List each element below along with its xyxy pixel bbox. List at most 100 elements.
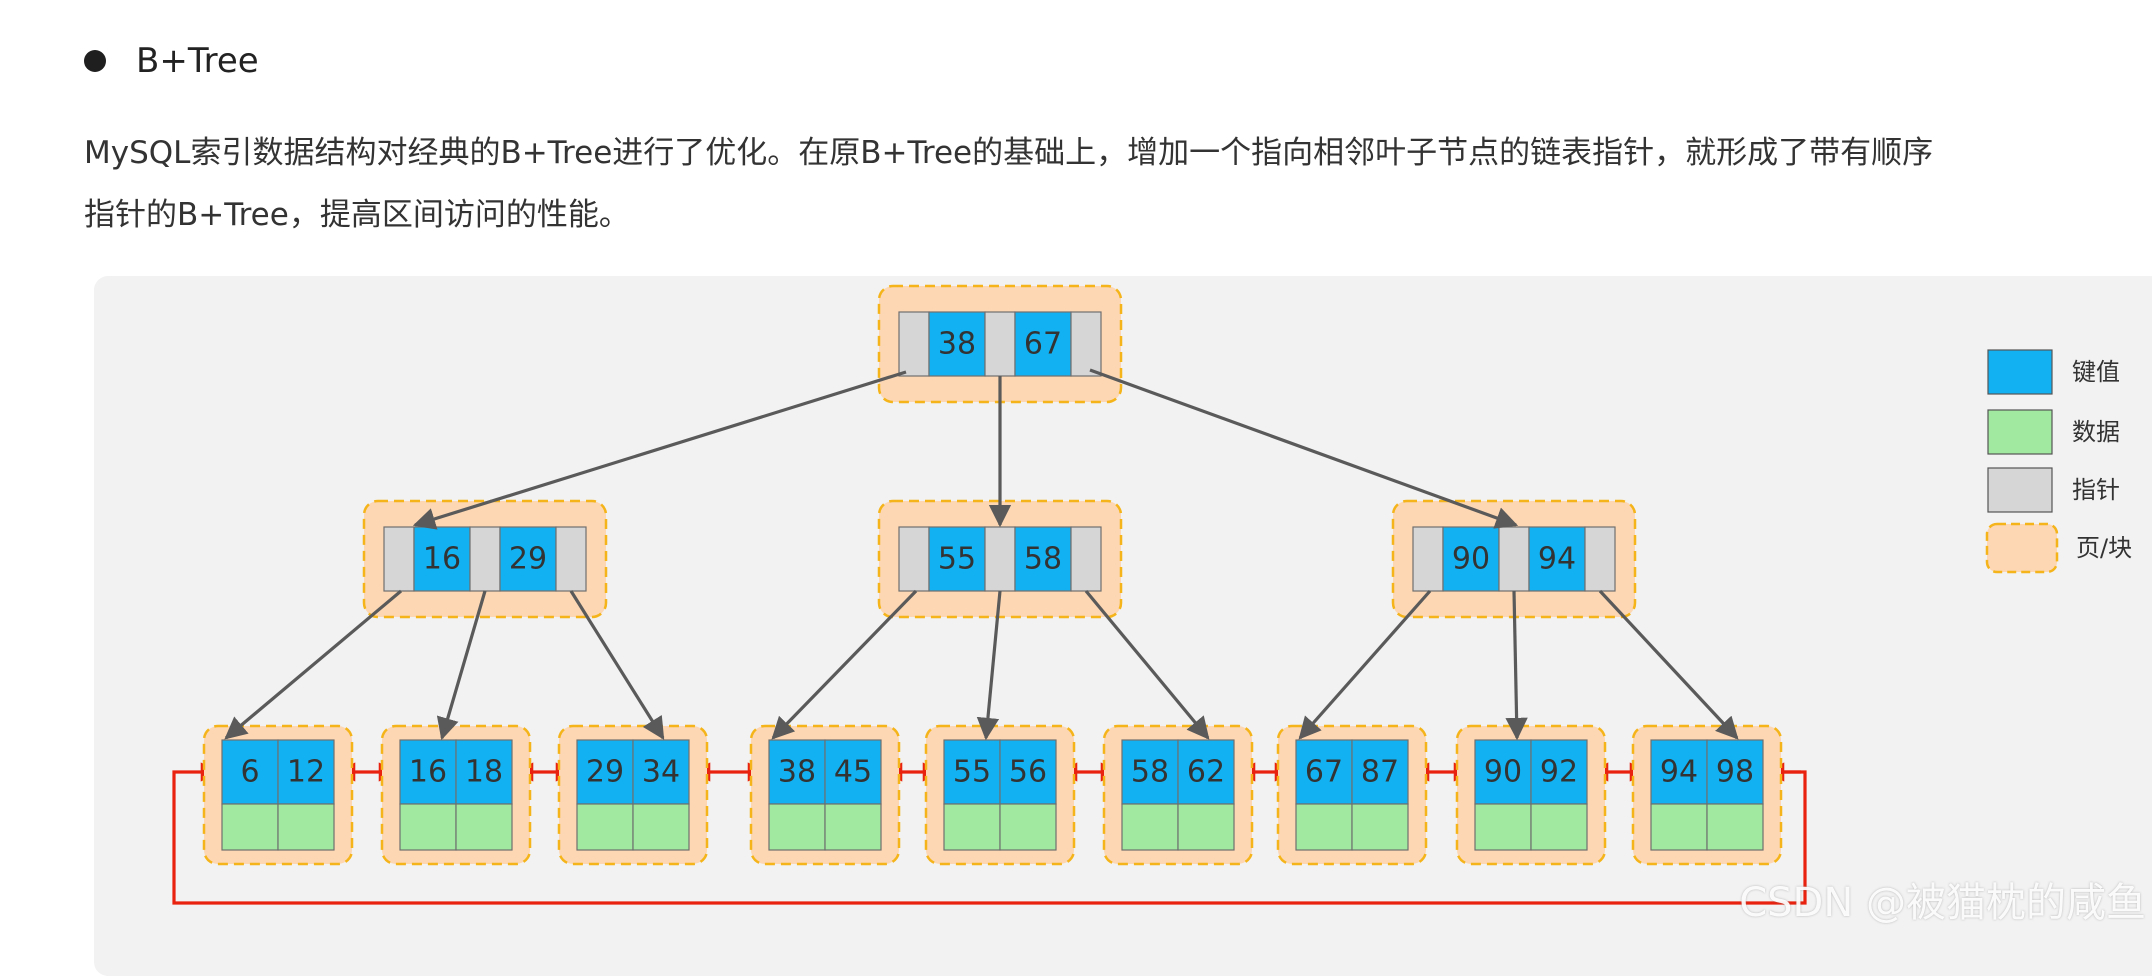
leaf-node-2-key-label: 34 xyxy=(642,755,680,790)
leaf-node-3-key xyxy=(824,739,882,805)
leaf-node-1-data xyxy=(399,803,457,851)
leaf-node-2-data xyxy=(576,803,634,851)
leaf-node-6-key-label: 67 xyxy=(1305,755,1343,790)
leaf-node-0-key-label: 12 xyxy=(287,755,325,790)
paragraph-line-1: MySQL索引数据结构对经典的B+Tree进行了优化。在原B+Tree的基础上，… xyxy=(84,135,1934,171)
leaf-node-6: 67 87 xyxy=(1276,724,1428,866)
leaf-node-7-key xyxy=(1530,739,1588,805)
leaf-node-3-data xyxy=(824,803,882,851)
leaf-node-8-key-label: 94 xyxy=(1660,755,1698,790)
internal-node-1-key-label: 55 xyxy=(938,542,976,577)
internal-node-1-key-label: 58 xyxy=(1024,542,1062,577)
leaf-node-6-key-label: 87 xyxy=(1361,755,1399,790)
internal-node-0-pointer xyxy=(555,526,587,592)
internal-node-1: 55 58 xyxy=(877,499,1123,619)
leaf-node-4-key-label: 55 xyxy=(953,755,991,790)
legend-item-pointer: 指针 xyxy=(1987,467,2120,513)
leaf-node-8: 94 98 xyxy=(1631,724,1783,866)
leaf-node-4-data xyxy=(943,803,1001,851)
root-arrow-2 xyxy=(1089,368,1519,529)
leaf-node-3-key xyxy=(768,739,826,805)
leaf-node-3-key-label: 45 xyxy=(834,755,872,790)
leaf-node-2-key-label: 29 xyxy=(586,755,624,790)
page-heading: B+Tree xyxy=(136,41,259,81)
leaf-node-4-data xyxy=(999,803,1057,851)
heading-row: B+Tree xyxy=(84,36,259,86)
internal-arrow-0-0 xyxy=(224,589,403,740)
internal-node-0-pointer xyxy=(383,526,415,592)
leaf-node-3: 38 45 xyxy=(749,724,901,866)
leaf-node-5-data xyxy=(1121,803,1179,851)
leaf-node-8-data xyxy=(1650,803,1708,851)
leaf-node-2: 29 34 xyxy=(557,724,709,866)
leaf-node-1-key-label: 16 xyxy=(409,755,447,790)
leaf-node-7: 90 92 xyxy=(1455,724,1607,866)
tree-arrows-layer xyxy=(224,368,1739,741)
leaf-node-3-data xyxy=(768,803,826,851)
legend-item-data: 数据 xyxy=(1987,409,2120,455)
legend-swatch-key xyxy=(1987,349,2053,395)
legend-label-data: 数据 xyxy=(2072,418,2120,446)
root-node-pointer xyxy=(898,311,930,377)
internal-node-2-key-label: 90 xyxy=(1452,542,1490,577)
legend-swatch-pointer xyxy=(1987,467,2053,513)
internal-node-2-pointer xyxy=(1412,526,1444,592)
internal-arrow-2-1 xyxy=(1505,590,1528,741)
root-node-key-label: 67 xyxy=(1024,327,1062,362)
root-node-key xyxy=(928,311,986,377)
internal-node-0-key xyxy=(499,526,557,592)
internal-node-0-pointer xyxy=(469,526,501,592)
legend-swatch-data xyxy=(1987,409,2053,455)
internal-node-2-key xyxy=(1442,526,1500,592)
internal-node-1-pointer xyxy=(984,526,1016,592)
leaf-node-6-key xyxy=(1295,739,1353,805)
internal-node-2: 90 94 xyxy=(1391,499,1637,619)
leaf-node-2-key xyxy=(576,739,634,805)
internal-node-1-key xyxy=(928,526,986,592)
internal-node-2-pointer xyxy=(1498,526,1530,592)
internal-arrow-2-2 xyxy=(1598,589,1739,740)
description-paragraph: MySQL索引数据结构对经典的B+Tree进行了优化。在原B+Tree的基础上，… xyxy=(84,122,2104,246)
root-node-pointer xyxy=(984,311,1016,377)
leaf-node-6-data xyxy=(1351,803,1409,851)
leaf-node-5-key-label: 58 xyxy=(1131,755,1169,790)
leaf-node-5-key xyxy=(1177,739,1235,805)
root-node-pointer xyxy=(1070,311,1102,377)
watermark: CSDN @被猫枕的咸鱼 xyxy=(1739,880,2146,926)
internal-node-2-key xyxy=(1528,526,1586,592)
legend-swatch-page xyxy=(1985,522,2059,574)
internal-arrow-1-1 xyxy=(976,590,1002,741)
leaf-node-7-data xyxy=(1474,803,1532,851)
internal-node-2-key-label: 94 xyxy=(1538,542,1576,577)
leaf-node-8-data xyxy=(1706,803,1764,851)
leaf-node-2-key xyxy=(632,739,690,805)
leaf-node-2-data xyxy=(632,803,690,851)
paragraph-line-2: 指针的B+Tree，提高区间访问的性能。 xyxy=(84,197,630,233)
leaf-node-8-key xyxy=(1706,739,1764,805)
leaf-node-7-key xyxy=(1474,739,1532,805)
leaf-node-3-key-label: 38 xyxy=(778,755,816,790)
leaf-node-4-key xyxy=(943,739,1001,805)
root-arrow-0 xyxy=(412,370,907,530)
legend-item-key: 键值 xyxy=(1987,349,2120,395)
leaf-node-1-key-label: 18 xyxy=(465,755,503,790)
leaf-node-7-key-label: 90 xyxy=(1484,755,1522,790)
internal-arrow-0-2 xyxy=(569,590,665,740)
legend-label-page: 页/块 xyxy=(2076,534,2132,562)
leaf-node-0-data xyxy=(277,803,335,851)
leaf-node-8-key-label: 98 xyxy=(1716,755,1754,790)
leaf-node-4-key xyxy=(999,739,1057,805)
internal-arrow-1-0 xyxy=(771,589,918,740)
leaf-node-7-data xyxy=(1530,803,1588,851)
legend-label-key: 键值 xyxy=(2072,358,2120,386)
leaf-node-6-data xyxy=(1295,803,1353,851)
leaf-node-7-key-label: 92 xyxy=(1540,755,1578,790)
